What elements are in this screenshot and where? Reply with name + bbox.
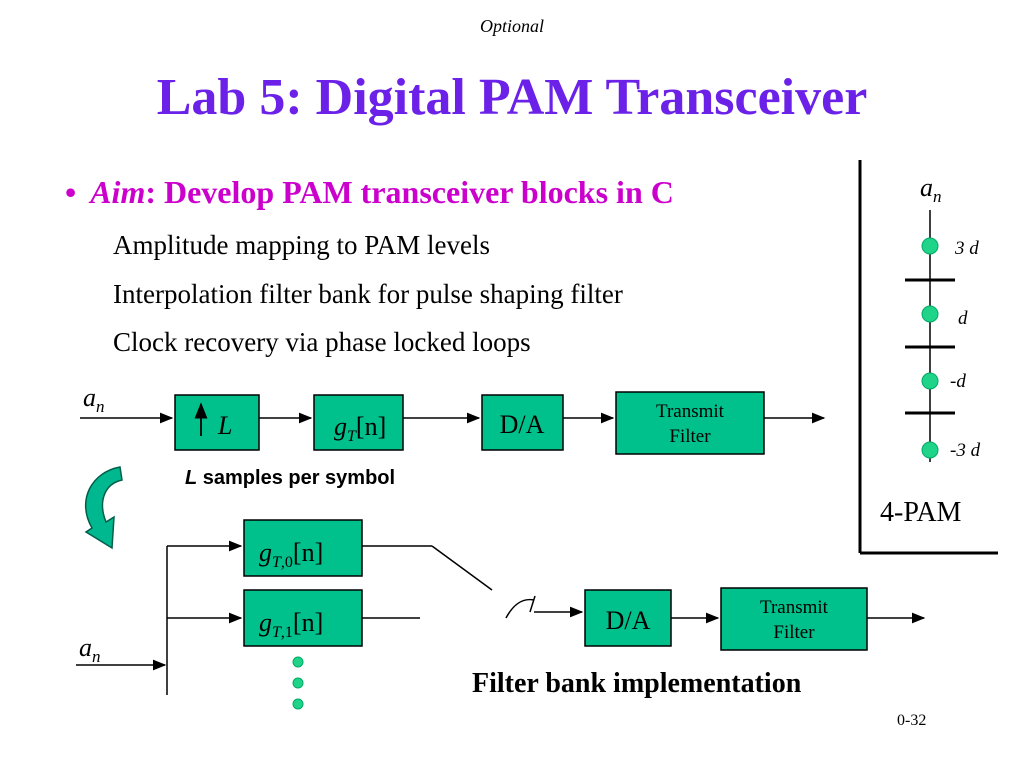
constellation-point [921,441,939,459]
commutator-switch-icon [505,598,535,619]
bullet-icon: • [65,174,77,210]
aim-word: Aim [90,174,146,210]
page-number: 0-32 [897,712,927,729]
bank-transmit-line1: Transmit [760,597,829,618]
pulse-filter-block [313,394,404,451]
sub-item-clock-recovery: Clock recovery via phase locked loops [113,327,531,357]
top-transmit-line1: Transmit [656,401,725,422]
slide-title: Lab 5: Digital PAM Transceiver [156,69,868,126]
ellipsis-dot [292,698,304,710]
optional-label: Optional [479,16,544,36]
ellipsis-dot [292,677,304,689]
bank-dac-label: D/A [606,606,651,635]
bank-filter0-label: gT,0[n] [259,538,323,571]
upsampler-label: L [217,411,232,440]
top-transmit-line2: Filter [669,426,711,447]
filter-bank-caption: Filter bank implementation [472,668,802,699]
bank-out0-diag [431,545,493,591]
bank-filter1-label: gT,1[n] [259,608,323,641]
constellation-symbol-label: an [920,173,942,206]
constellation-point [921,305,939,323]
level-label: -3 d [950,440,981,461]
constellation-label: 4-PAM [880,497,962,528]
bank-transmit-filter-block [720,587,868,651]
level-label: d [958,308,968,329]
curved-arrow-icon [84,466,123,550]
bank-dac-block [584,589,672,647]
aim-text: : Develop PAM transceiver blocks in C [145,174,674,210]
level-label: -d [950,371,966,392]
commutator-tick [529,595,536,613]
bank-transmit-line2: Filter [773,622,815,643]
samples-per-symbol-caption: L samples per symbol [185,467,395,490]
caption-var: L [185,467,198,489]
caption-text: samples per symbol [197,467,396,489]
constellation-point [921,237,939,255]
top-dac-label: D/A [500,410,545,439]
top-transmit-filter-block [615,391,765,455]
ellipsis-dot [292,656,304,668]
bank-input-label: an [79,633,101,666]
upsampler-block [174,394,260,451]
pulse-filter-label: gT[n] [334,412,386,445]
sub-item-amplitude-mapping: Amplitude mapping to PAM levels [113,230,490,260]
level-label: 3 d [954,238,979,259]
bank-filter1-block [243,589,363,647]
constellation-point [921,372,939,390]
sub-item-interpolation: Interpolation filter bank for pulse shap… [113,279,623,309]
bank-filter0-block [243,519,363,577]
aim-bullet: • Aim: Develop PAM transceiver blocks in … [65,174,674,211]
top-input-label: an [83,383,105,416]
top-dac-block [481,394,564,451]
